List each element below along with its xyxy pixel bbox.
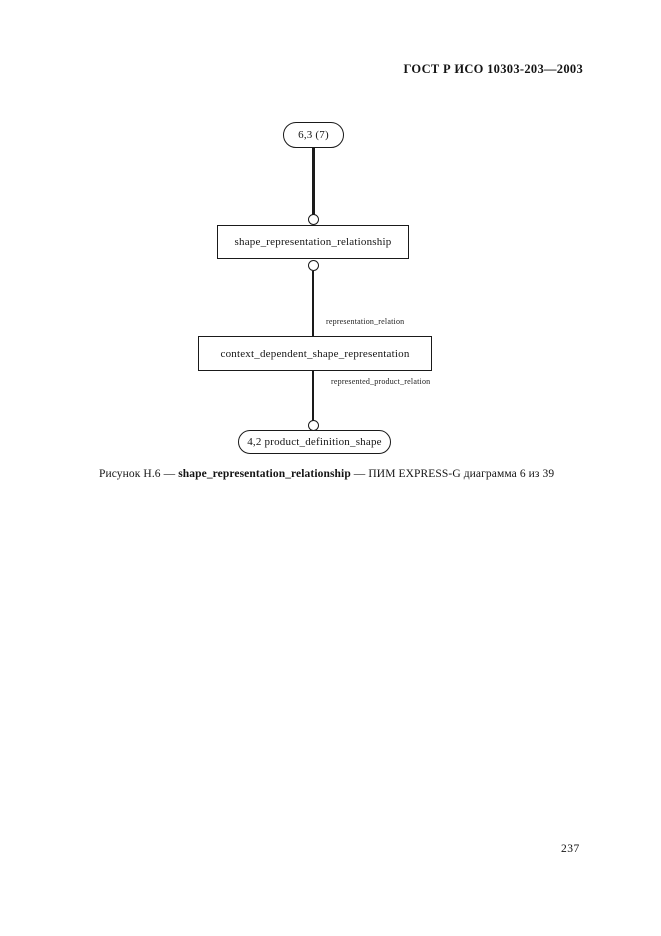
figure-caption: Рисунок Н.6 — shape_representation_relat… (99, 468, 554, 480)
entity-top-label: shape_representation_relationship (234, 236, 392, 248)
page-number: 237 (561, 843, 580, 855)
supertype-connector-line (311, 147, 315, 215)
page-ref-bottom-label: 4,2 product_definition_shape (247, 436, 382, 448)
entity-bottom-label: context_dependent_shape_representation (220, 347, 410, 360)
connector-circle-middle (307, 260, 319, 271)
relation-label-representation-relation: representation_relation (326, 317, 405, 326)
caption-entity-name: shape_representation_relationship (178, 468, 351, 480)
page-ref-top-label: 6,3 (7) (298, 129, 329, 141)
page-ref-node-top: 6,3 (7) (283, 122, 344, 148)
running-header: ГОСТ Р ИСО 10303-203—2003 (403, 62, 583, 76)
page-ref-node-bottom: 4,2 product_definition_shape (238, 430, 391, 454)
attribute-line-representation-relation (312, 271, 314, 336)
entity-box-shape-representation-relationship: shape_representation_relationship (217, 225, 409, 259)
caption-suffix: — ПИМ EXPRESS-G диаграмма 6 из 39 (350, 468, 555, 480)
connector-circle-top (307, 214, 319, 225)
entity-box-context-dependent-shape-representation: context_dependent_shape_representation (198, 336, 432, 371)
attribute-line-represented-product-relation (312, 371, 314, 421)
caption-prefix: Рисунок Н.6 — (99, 468, 179, 480)
relation-label-represented-product-relation: represented_product_relation (331, 377, 431, 386)
